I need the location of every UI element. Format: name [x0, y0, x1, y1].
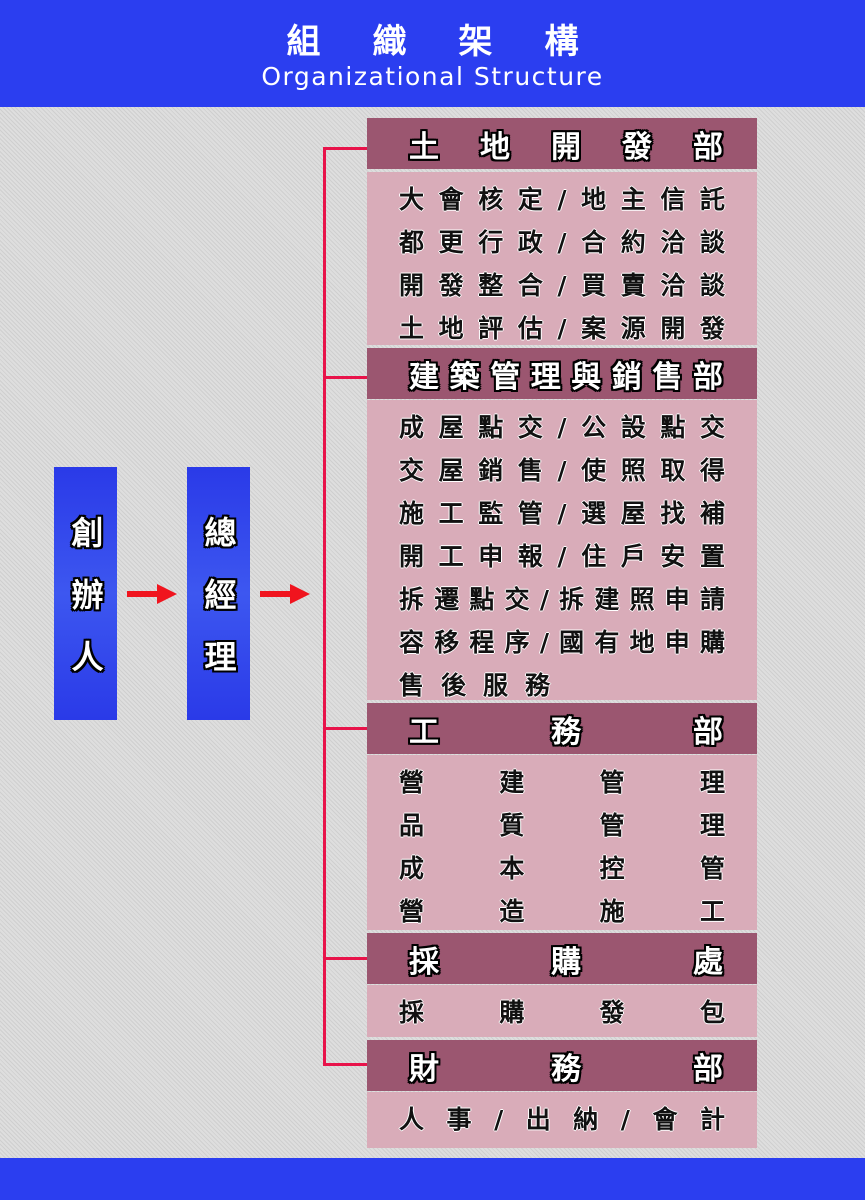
department-name: 建築管理與銷售部 [409, 359, 723, 395]
general-manager-box: 總經理 [187, 467, 250, 720]
duty-item: 土地評估/案源開發 [399, 314, 725, 343]
duty-item: 大會核定/地主信託 [399, 185, 725, 214]
department-duties: 人事/出納/會計 [367, 1092, 757, 1148]
department-name: 土地開發部 [409, 129, 723, 165]
connector-branch [323, 376, 367, 379]
department-header: 土地開發部 [367, 118, 757, 169]
page-header: 組織架構 Organizational Structure [0, 0, 865, 107]
connector-branch [323, 957, 367, 960]
department-duties: 營建管理品質管理成本控管營造施工 [367, 755, 757, 930]
connector-branch [323, 1063, 367, 1066]
connector-branch [323, 727, 367, 730]
duty-item: 營建管理 [399, 768, 725, 797]
duty-item: 成本控管 [399, 854, 725, 883]
page-footer [0, 1158, 865, 1200]
department-name: 採購處 [409, 944, 723, 980]
founder-box: 創辦人 [54, 467, 117, 720]
arrow-right-icon [127, 584, 177, 604]
duty-item: 採購發包 [399, 998, 725, 1027]
department-header: 財務部 [367, 1040, 757, 1091]
duty-item: 都更行政/合約洽談 [399, 228, 725, 257]
duty-item: 施工監管/選屋找補 [399, 499, 725, 528]
page-subtitle: Organizational Structure [261, 62, 604, 91]
connector-branch [323, 147, 367, 150]
department-name: 工務部 [409, 714, 723, 750]
duty-item: 人事/出納/會計 [399, 1105, 725, 1134]
duty-item: 開發整合/買賣洽談 [399, 271, 725, 300]
duty-item: 開工申報/住戶安置 [399, 542, 725, 571]
duty-item: 成屋點交/公設點交 [399, 413, 725, 442]
department-duties: 成屋點交/公設點交交屋銷售/使照取得施工監管/選屋找補開工申報/住戶安置拆遷點交… [367, 400, 757, 700]
general-manager-label: 總經理 [199, 515, 238, 702]
department-name: 財務部 [409, 1051, 723, 1087]
department-header: 建築管理與銷售部 [367, 348, 757, 399]
duty-item: 售後服務 [399, 671, 568, 700]
department-duties: 大會核定/地主信託都更行政/合約洽談開發整合/買賣洽談土地評估/案源開發 [367, 172, 757, 345]
duty-item: 拆遷點交/拆建照申請 [399, 585, 725, 614]
department-header: 工務部 [367, 703, 757, 754]
arrow-right-icon [260, 584, 310, 604]
page-title: 組織架構 [286, 22, 631, 62]
duty-item: 品質管理 [399, 811, 725, 840]
duty-item: 營造施工 [399, 897, 725, 926]
duty-item: 容移程序/國有地申購 [399, 628, 725, 657]
founder-label: 創辦人 [66, 515, 105, 702]
connector-line [323, 148, 326, 1065]
department-duties: 採購發包 [367, 985, 757, 1037]
duty-item: 交屋銷售/使照取得 [399, 456, 725, 485]
department-header: 採購處 [367, 933, 757, 984]
